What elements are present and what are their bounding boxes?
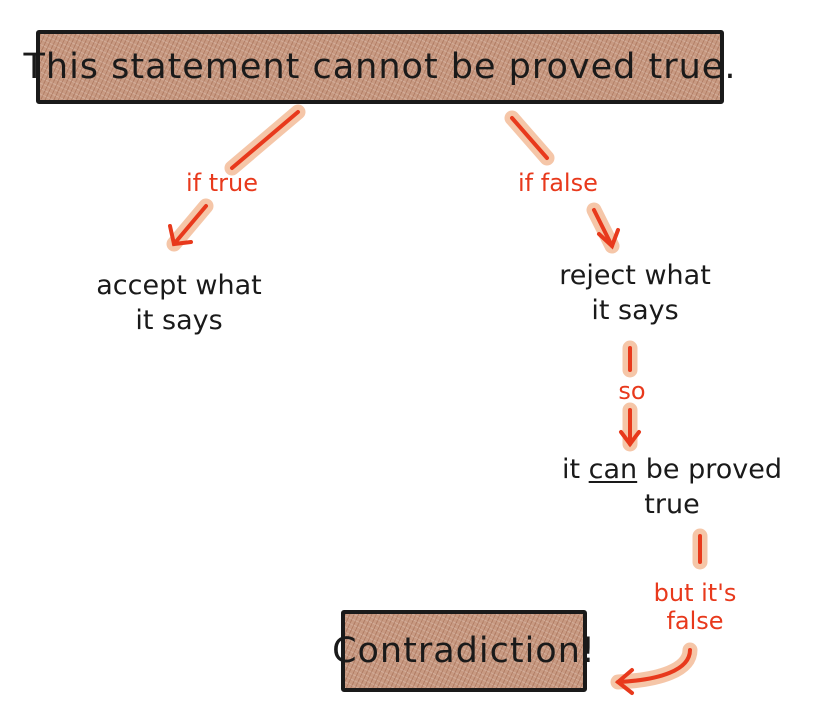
arrow-if-false-to-reject <box>586 202 620 254</box>
contradiction-text: Contradiction! <box>332 631 596 671</box>
can-emphasis: can <box>588 454 638 485</box>
can-be-proved-prefix: it <box>562 454 589 485</box>
but-false-label: but it's false <box>653 579 737 635</box>
reject-node: reject what it says <box>559 260 711 327</box>
contradiction-box: Contradiction! <box>332 610 595 692</box>
arrow-statement-to-if-true <box>224 104 306 176</box>
can-be-proved-suffix: be proved true <box>644 454 782 521</box>
if-false-label: if false <box>518 169 598 197</box>
statement-box: This statement cannot be proved true. <box>24 30 735 104</box>
arrow-so-to-can-be-proved <box>619 402 641 452</box>
so-label: so <box>618 377 646 405</box>
arrow-if-true-to-accept <box>166 198 214 252</box>
statement-text: This statement cannot be proved true. <box>23 47 737 87</box>
accept-node: accept what it says <box>96 270 262 337</box>
arrow-but-false-to-contradiction <box>610 642 698 695</box>
arrow-statement-to-if-false <box>504 110 555 166</box>
if-true-label: if true <box>186 169 258 197</box>
can-be-proved-node: it can be proved true <box>552 452 792 522</box>
